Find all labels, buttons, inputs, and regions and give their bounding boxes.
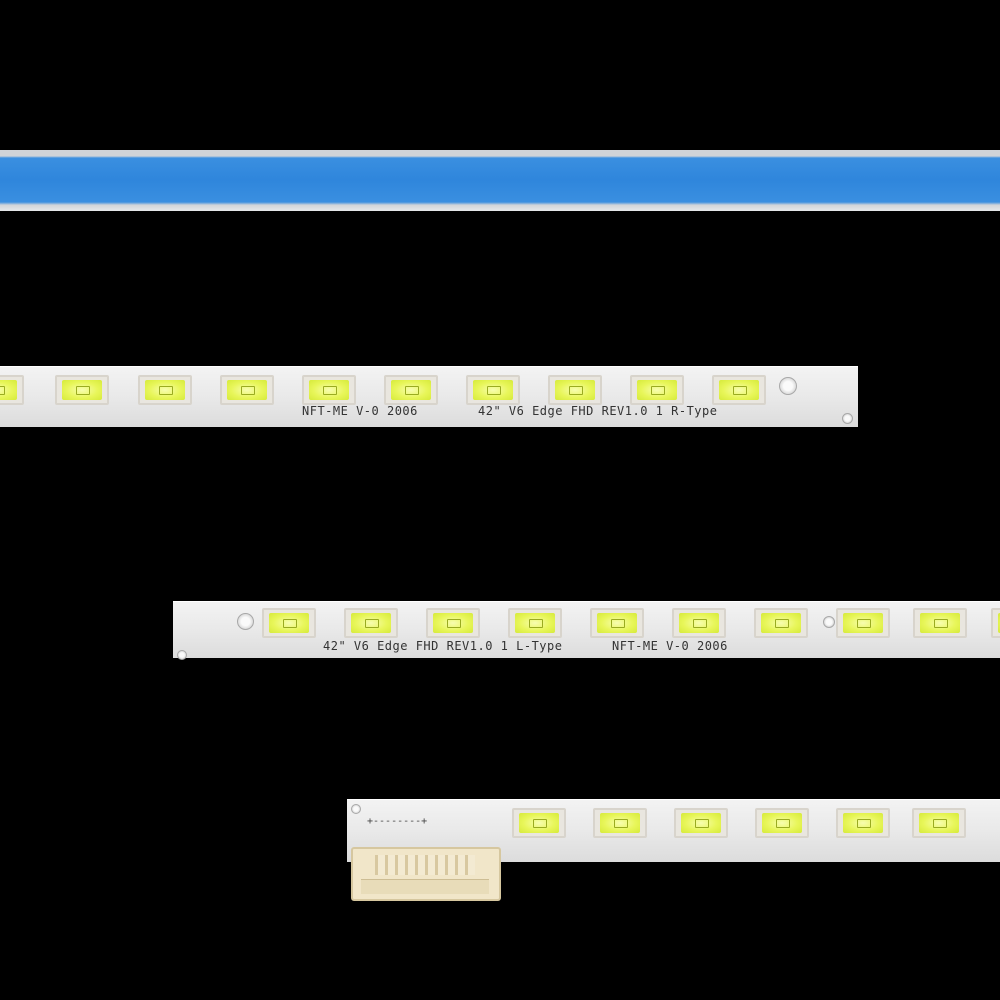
led-chip xyxy=(302,375,356,405)
led-strip-r-type: NFT-ME V-0 2006 42" V6 Edge FHD REV1.0 1… xyxy=(0,366,858,427)
strip-label-left: 42" V6 Edge FHD REV1.0 1 L-Type xyxy=(323,639,563,653)
strip-label-left: NFT-ME V-0 2006 xyxy=(302,404,418,418)
led-chip xyxy=(836,608,890,638)
led-chip xyxy=(754,608,808,638)
led-chip xyxy=(344,608,398,638)
led-chip xyxy=(262,608,316,638)
led-chip xyxy=(0,375,24,405)
mounting-hole xyxy=(177,650,187,660)
connector-pin-marking: +--------+ xyxy=(367,816,428,827)
led-chip xyxy=(912,808,966,838)
mounting-hole xyxy=(842,413,853,424)
led-chip xyxy=(426,608,480,638)
led-chip xyxy=(512,808,566,838)
wire-connector xyxy=(351,847,501,901)
led-chip xyxy=(913,608,967,638)
mounting-hole xyxy=(237,613,254,630)
led-chip xyxy=(55,375,109,405)
mounting-hole xyxy=(779,377,797,395)
led-chip xyxy=(674,808,728,838)
led-chip xyxy=(593,808,647,838)
connector-base xyxy=(361,879,489,894)
led-chip xyxy=(384,375,438,405)
led-chip xyxy=(836,808,890,838)
strip-label-right: 42" V6 Edge FHD REV1.0 1 R-Type xyxy=(478,404,718,418)
strip-label-right: NFT-ME V-0 2006 xyxy=(612,639,728,653)
led-chip xyxy=(590,608,644,638)
led-chip xyxy=(508,608,562,638)
connector-pins xyxy=(375,855,475,875)
led-chip xyxy=(138,375,192,405)
led-strip-l-type: 42" V6 Edge FHD REV1.0 1 L-Type NFT-ME V… xyxy=(173,601,1000,660)
led-chip xyxy=(466,375,520,405)
led-chip xyxy=(630,375,684,405)
led-chip xyxy=(755,808,809,838)
mounting-hole xyxy=(351,804,361,814)
led-chip xyxy=(991,608,1000,638)
led-chip xyxy=(672,608,726,638)
mounting-hole xyxy=(823,616,835,628)
led-chip xyxy=(548,375,602,405)
blue-tape-strip xyxy=(0,150,1000,211)
led-chip xyxy=(712,375,766,405)
led-chip xyxy=(220,375,274,405)
